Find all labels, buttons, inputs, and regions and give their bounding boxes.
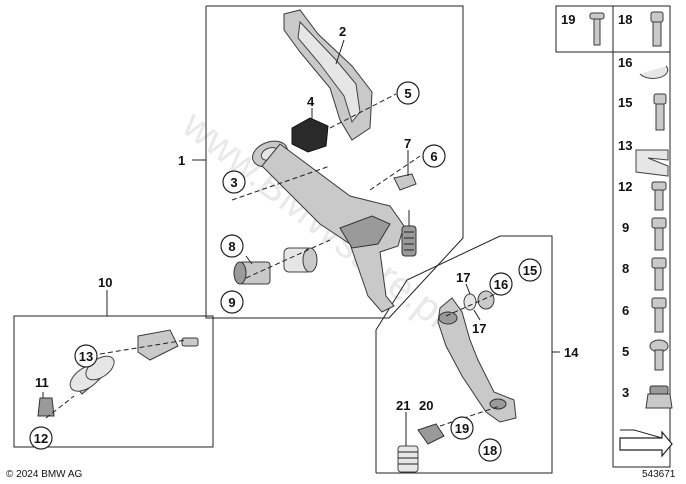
orientation-arrow-icon: [619, 429, 673, 458]
leader-17a: [465, 283, 471, 295]
clip-icon-13: [635, 149, 669, 177]
side-label-top-right: 18: [618, 12, 632, 27]
side-label-item-3: 12: [618, 179, 632, 194]
dash-line-5: [329, 93, 397, 129]
bolt-icon-6: [651, 297, 667, 333]
washer-16: [463, 293, 477, 311]
leader-17b: [473, 309, 481, 321]
shift-lever: [437, 297, 517, 423]
side-label-item-8: 3: [622, 385, 629, 400]
callout-circle-3: [222, 170, 246, 194]
main-assembly-frame: [205, 5, 464, 319]
bolt-icon-19: [589, 12, 605, 46]
callout-14: 14: [564, 345, 579, 360]
footrest-bracket: [283, 9, 373, 141]
callout-circle-15: [518, 258, 542, 282]
bolt-icon-5: [649, 339, 669, 371]
callout-11: 11: [35, 375, 49, 390]
bolt-icon-8: [651, 257, 667, 291]
callout-21: 21: [396, 398, 410, 413]
callout-3: 3: [230, 175, 237, 190]
callout-16: 16: [494, 277, 508, 292]
callout-8: 8: [228, 239, 235, 254]
callout-4: 4: [307, 94, 315, 109]
callout-1: 1: [178, 153, 185, 168]
shift-rod-assembly: [37, 329, 199, 417]
left-assembly-frame: [13, 315, 214, 448]
callout-5: 5: [404, 86, 411, 101]
spring: [401, 210, 417, 257]
small-bolt-20: [417, 423, 445, 445]
side-label-top-left: 19: [561, 12, 575, 27]
pivot-bolt: [233, 239, 331, 285]
callout-circle-8: [220, 234, 244, 258]
callout-6: 6: [430, 149, 437, 164]
side-label-item-0: 16: [618, 55, 632, 70]
callout-17-lower: 17: [472, 321, 486, 336]
bolt-icon-15: [653, 93, 667, 131]
callout-19: 19: [455, 421, 469, 436]
footpeg-arm: [252, 140, 405, 313]
callout-20: 20: [419, 398, 433, 413]
side-label-item-1: 15: [618, 95, 632, 110]
callout-circle-18: [478, 438, 502, 462]
callout-13: 13: [79, 349, 93, 364]
leader-2: [335, 39, 345, 65]
side-label-item-2: 13: [618, 138, 632, 153]
dash-line-6: [369, 155, 421, 191]
callout-circle-12: [29, 426, 53, 450]
clip-part: [393, 173, 417, 191]
callout-circle-13: [74, 344, 98, 368]
side-label-item-4: 9: [622, 220, 629, 235]
rubber-pad: [291, 117, 329, 153]
callout-circle-9: [220, 290, 244, 314]
copyright-text: © 2024 BMW AG: [6, 469, 83, 480]
circlip-icon-16: [639, 65, 669, 79]
bolt-icon-9: [651, 217, 667, 251]
callout-17-upper: 17: [456, 270, 470, 285]
callout-15: 15: [523, 263, 537, 278]
callout-9: 9: [228, 295, 235, 310]
bushing: [283, 247, 318, 273]
side-label-item-7: 5: [622, 344, 629, 359]
washer-15: [477, 290, 495, 310]
dash-line-19: [439, 405, 501, 427]
right-assembly-frame: [375, 235, 553, 474]
callout-circle-6: [422, 144, 446, 168]
dash-line-12: [45, 395, 75, 419]
callout-10: 10: [98, 275, 112, 290]
callout-circle-16: [489, 272, 513, 296]
callout-circle-19: [450, 416, 474, 440]
side-label-item-6: 6: [622, 303, 629, 318]
side-panel-column: [612, 51, 671, 468]
dash-line-17: [445, 291, 501, 317]
bolt-icon-18: [650, 11, 664, 47]
nut-icon-3: [645, 385, 673, 409]
callout-18: 18: [483, 443, 497, 458]
leader-8: [245, 255, 253, 265]
callout-12: 12: [34, 431, 48, 446]
diagram-id: 543671: [642, 469, 676, 480]
dash-line-3: [231, 165, 331, 201]
bolt-icon-12: [651, 181, 667, 211]
callout-7: 7: [404, 136, 411, 151]
dash-line-13: [99, 339, 187, 355]
callout-circle-5: [396, 81, 420, 105]
callout-2: 2: [339, 24, 346, 39]
rubber-sleeve: [397, 445, 419, 473]
side-label-item-5: 8: [622, 261, 629, 276]
